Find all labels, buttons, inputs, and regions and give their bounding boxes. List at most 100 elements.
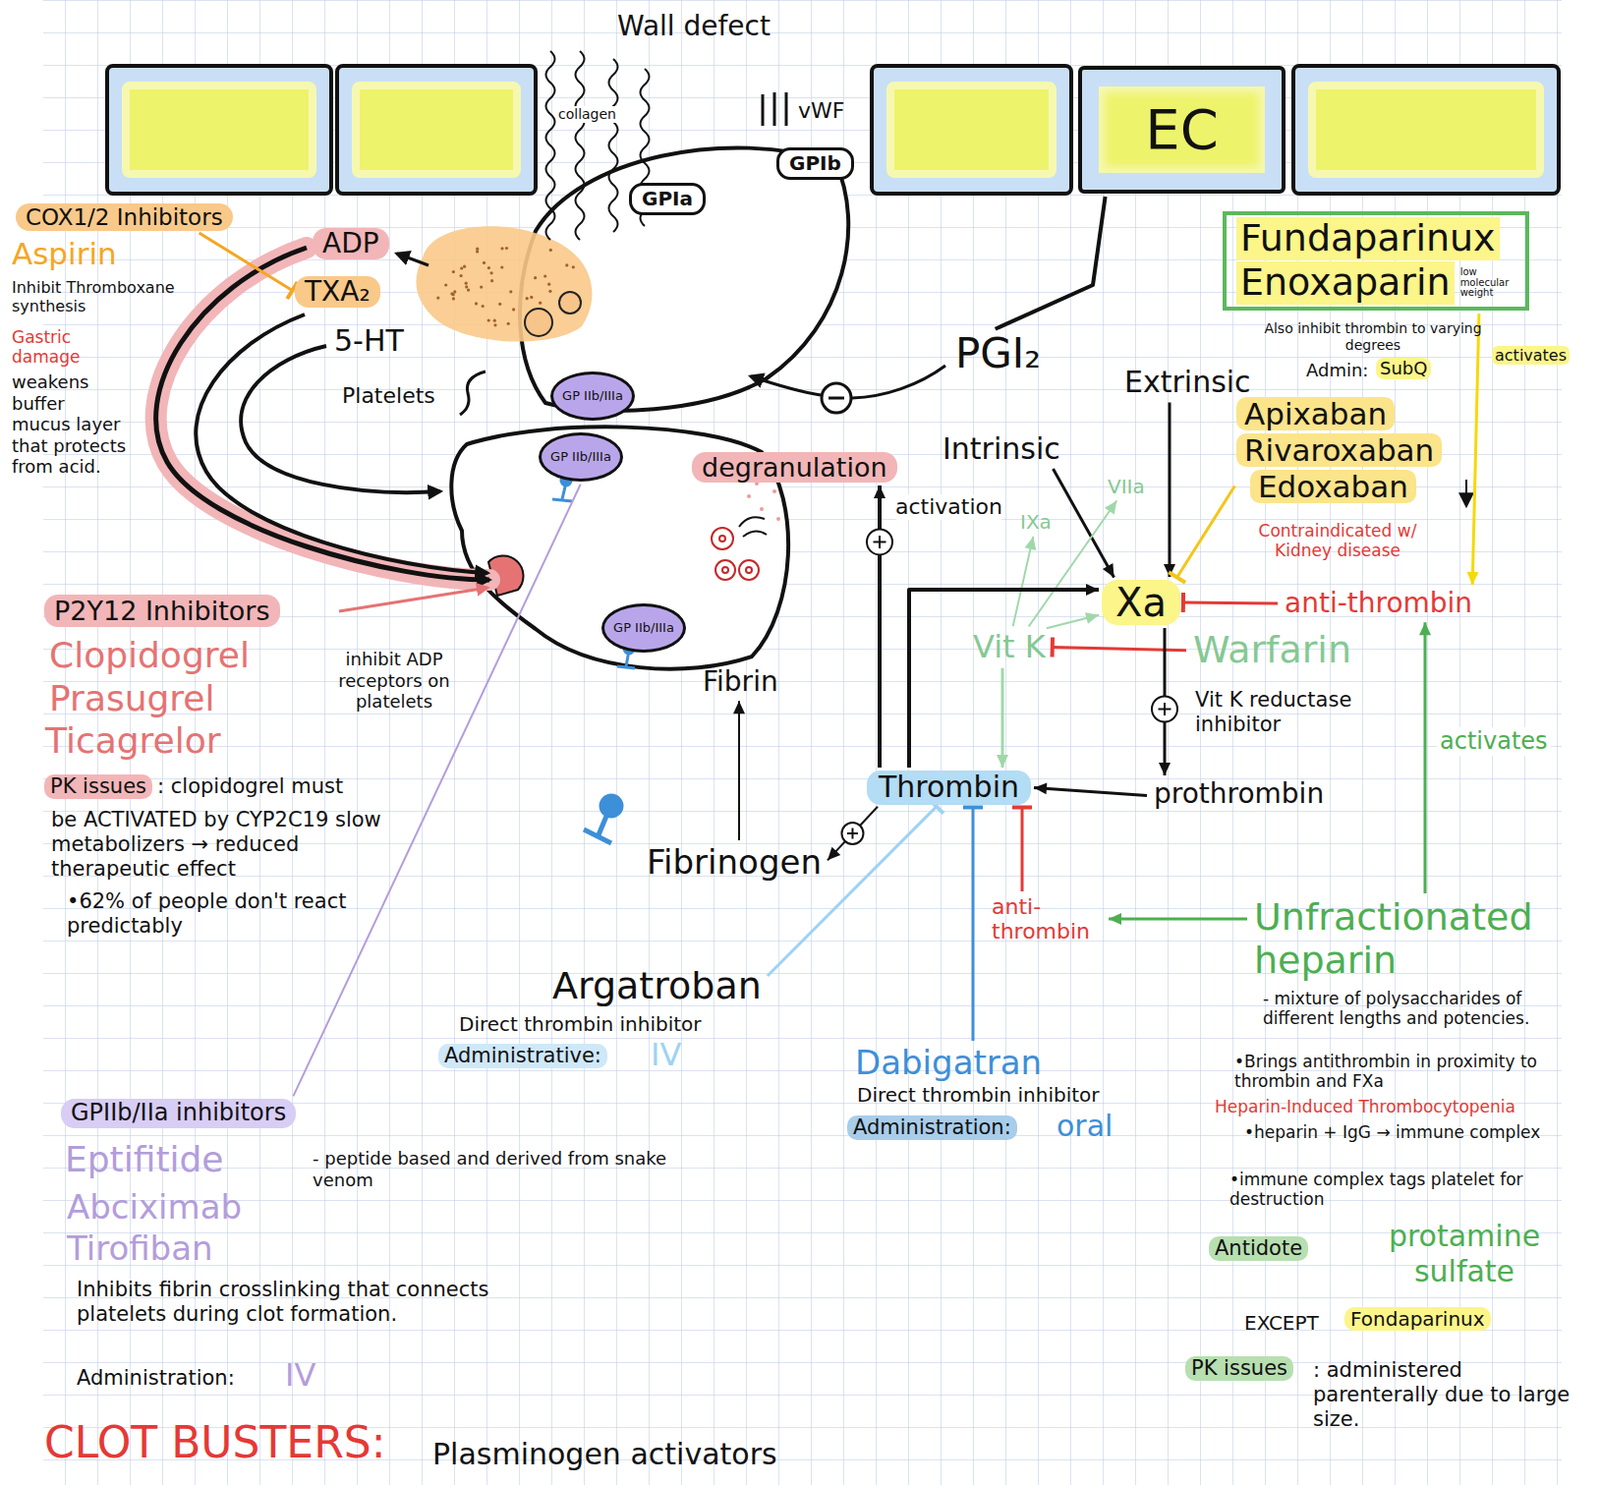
inhibition-bar	[963, 805, 983, 810]
drug-list: ApixabanRivaroxabanEdoxaban	[1236, 397, 1442, 504]
collagen-fiber	[575, 51, 585, 240]
node-text: Thrombin	[878, 770, 1020, 805]
drug-name: Aspirin	[11, 235, 117, 273]
serotonin-arrow	[240, 345, 441, 493]
plus-symbol	[866, 528, 893, 555]
node-text: GP IIb/IIIa	[550, 450, 612, 465]
collagen-fiber	[546, 51, 556, 240]
arrowhead	[1033, 782, 1047, 795]
note: weakens buffer mucus layer that protects…	[11, 371, 128, 478]
granule-dot	[512, 307, 515, 311]
granule-dot	[509, 289, 513, 293]
node-text: Intrinsic	[942, 432, 1061, 467]
granule-dot	[482, 261, 486, 265]
adp-arrow-glow	[156, 247, 490, 580]
fibrin-crosslink-icon	[552, 475, 635, 844]
note: Admin:	[1306, 359, 1369, 382]
factor-label: Fibrinogen	[642, 843, 826, 882]
drug-name: Clopidogrel	[49, 633, 250, 677]
pgi2-inhibition-line	[852, 365, 946, 399]
note: Direct thrombin inhibitor	[458, 1012, 702, 1036]
drug-box: FundaparinuxEnoxaparinlow molecular weig…	[1222, 211, 1530, 311]
connector	[1053, 468, 1115, 577]
endothelial-cell	[107, 65, 332, 194]
connector	[1183, 602, 1278, 604]
granule-dot	[533, 276, 537, 280]
drug-class-tag: COX1/2 Inhibitors	[15, 203, 233, 231]
heading-note: Wall defect	[617, 9, 771, 44]
factor-tag: Thrombin	[866, 770, 1031, 805]
granule-dot	[500, 265, 504, 269]
granule-dot	[487, 318, 491, 322]
glycoprotein-receptor: GPIb	[776, 147, 855, 180]
granule-dot	[507, 322, 511, 326]
note: •immune complex tags platelet for destru…	[1229, 1169, 1554, 1210]
structure-label: vWF	[798, 98, 845, 124]
granule-dot	[466, 288, 470, 292]
node-text: P2Y12 Inhibitors	[54, 595, 271, 627]
note-tag: Fondaparinux	[1344, 1307, 1491, 1331]
connector	[1021, 807, 1025, 893]
alpha-granules	[711, 516, 767, 580]
note: be ACTIVATED by CYP2C19 slow metabolizer…	[51, 807, 405, 883]
node-text: GPIIb/IIa inhibitors	[70, 1099, 286, 1128]
note: •62% of people don't react predictably	[66, 889, 392, 939]
granule-dot	[490, 279, 494, 283]
granule-dot	[493, 319, 497, 323]
note-tag: Antidote	[1208, 1236, 1309, 1261]
connector	[1424, 622, 1428, 894]
node-text: low molecular weight	[1460, 267, 1516, 299]
granule-dot	[444, 283, 448, 286]
granule-dot	[452, 292, 456, 296]
note: - mixture of polysaccharides of differen…	[1262, 988, 1588, 1029]
note: •heparin + IgG → immune complex	[1244, 1122, 1569, 1143]
node-text: degranulation	[701, 452, 888, 483]
granule-dot	[571, 265, 575, 269]
platelet-bracket	[459, 371, 486, 415]
mediator-tag: TXA₂	[294, 276, 381, 308]
connector	[1001, 668, 1005, 768]
edge-label: activates	[1436, 727, 1551, 756]
granule-dot	[474, 301, 478, 305]
granule-dot	[505, 246, 509, 250]
arrowhead	[1419, 622, 1431, 635]
inhibition-bar	[1012, 805, 1032, 810]
minus-symbol	[821, 383, 852, 413]
node-text: Vit K	[972, 628, 1046, 666]
connector	[1033, 788, 1147, 797]
endothelial-cell	[871, 65, 1072, 194]
granule-dot	[436, 296, 440, 300]
node-text: anti- thrombin	[991, 894, 1102, 945]
route-label: IV	[285, 1356, 316, 1394]
endothelial-cell: EC	[1078, 65, 1286, 194]
note-arrow	[1465, 479, 1468, 506]
connector	[827, 806, 878, 861]
drug-class-tag: GPIIb/IIa inhibitors	[60, 1098, 296, 1129]
node-text: Edoxaban	[1250, 469, 1417, 504]
drug-name: Dabigatran	[851, 1043, 1046, 1083]
node-text: PGI₂	[955, 330, 1041, 378]
granule-dot	[498, 302, 502, 306]
granule-dot	[549, 248, 553, 252]
gp-iib-iiia-receptor: GP IIb/IIIa	[538, 432, 624, 482]
note: : administered parenterally due to large…	[1313, 1358, 1579, 1433]
granule-dot	[547, 283, 551, 286]
drug-name: Argatroban	[548, 965, 766, 1009]
warning-note: Gastric damage	[11, 327, 111, 368]
arrowhead	[1466, 571, 1479, 585]
note: inhibit ADP receptors on platelets	[310, 648, 478, 713]
drug-name: Warfarin	[1189, 628, 1356, 673]
note-tag: SubQ	[1375, 357, 1431, 380]
p2y12-inhibitor-arrow	[339, 587, 488, 612]
node-text: VIIa	[1107, 475, 1145, 499]
granule-dot	[452, 270, 456, 274]
arrowhead	[733, 700, 745, 714]
connector	[1168, 402, 1172, 578]
node-text: Fibrin	[702, 666, 779, 698]
inhibitor-label: anti- thrombin	[987, 894, 1106, 945]
note: Also inhibit thrombin to varying degrees	[1259, 320, 1486, 354]
granule-dot	[493, 323, 497, 327]
adp-arrow	[156, 247, 490, 580]
drug-name: Ticagrelor	[45, 719, 222, 762]
node-text: Argatroban	[552, 965, 762, 1009]
